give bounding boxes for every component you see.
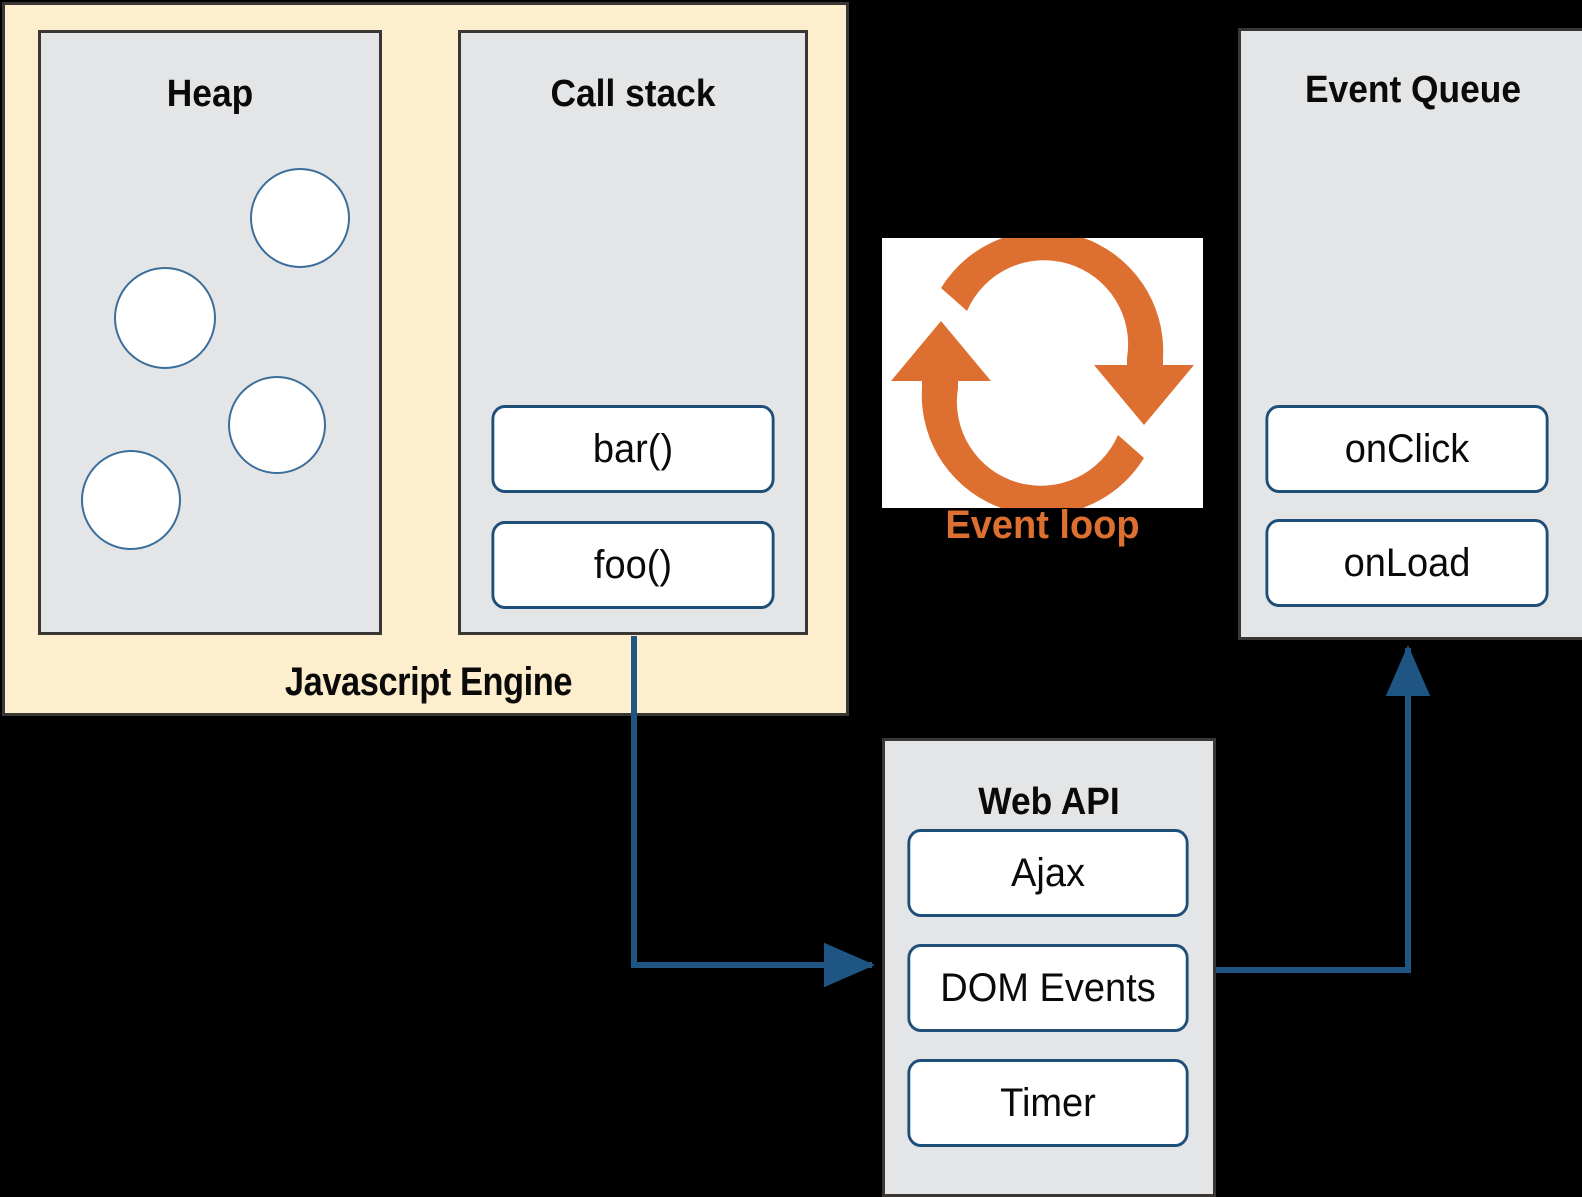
event-queue-item-onclick[interactable]: onClick [1265, 405, 1549, 493]
event-loop-refresh-icon [891, 238, 1194, 508]
heap-object-1 [250, 168, 350, 268]
web-api-item-timer[interactable]: Timer [907, 1059, 1189, 1147]
call-stack-title: Call stack [550, 73, 716, 115]
connector-webapi-to-eventqueue [1216, 645, 1431, 973]
web-api-item-dom-events[interactable]: DOM Events [907, 944, 1189, 1032]
call-stack-frame-bar[interactable]: bar() [491, 405, 775, 493]
web-api-item-ajax[interactable]: Ajax [907, 829, 1189, 917]
javascript-engine-label: Javascript Engine [284, 660, 573, 704]
heap-object-4 [81, 450, 181, 550]
heap-object-2 [114, 267, 216, 369]
heap-object-3 [228, 376, 326, 474]
heap-title: Heap [166, 73, 254, 115]
event-loop-label: Event loop [945, 503, 1140, 547]
event-queue-item-onload[interactable]: onLoad [1265, 519, 1549, 607]
web-api-title: Web API [978, 781, 1120, 823]
call-stack-frame-foo[interactable]: foo() [491, 521, 775, 609]
event-queue-title: Event Queue [1304, 69, 1522, 111]
event-loop-card [882, 238, 1203, 508]
